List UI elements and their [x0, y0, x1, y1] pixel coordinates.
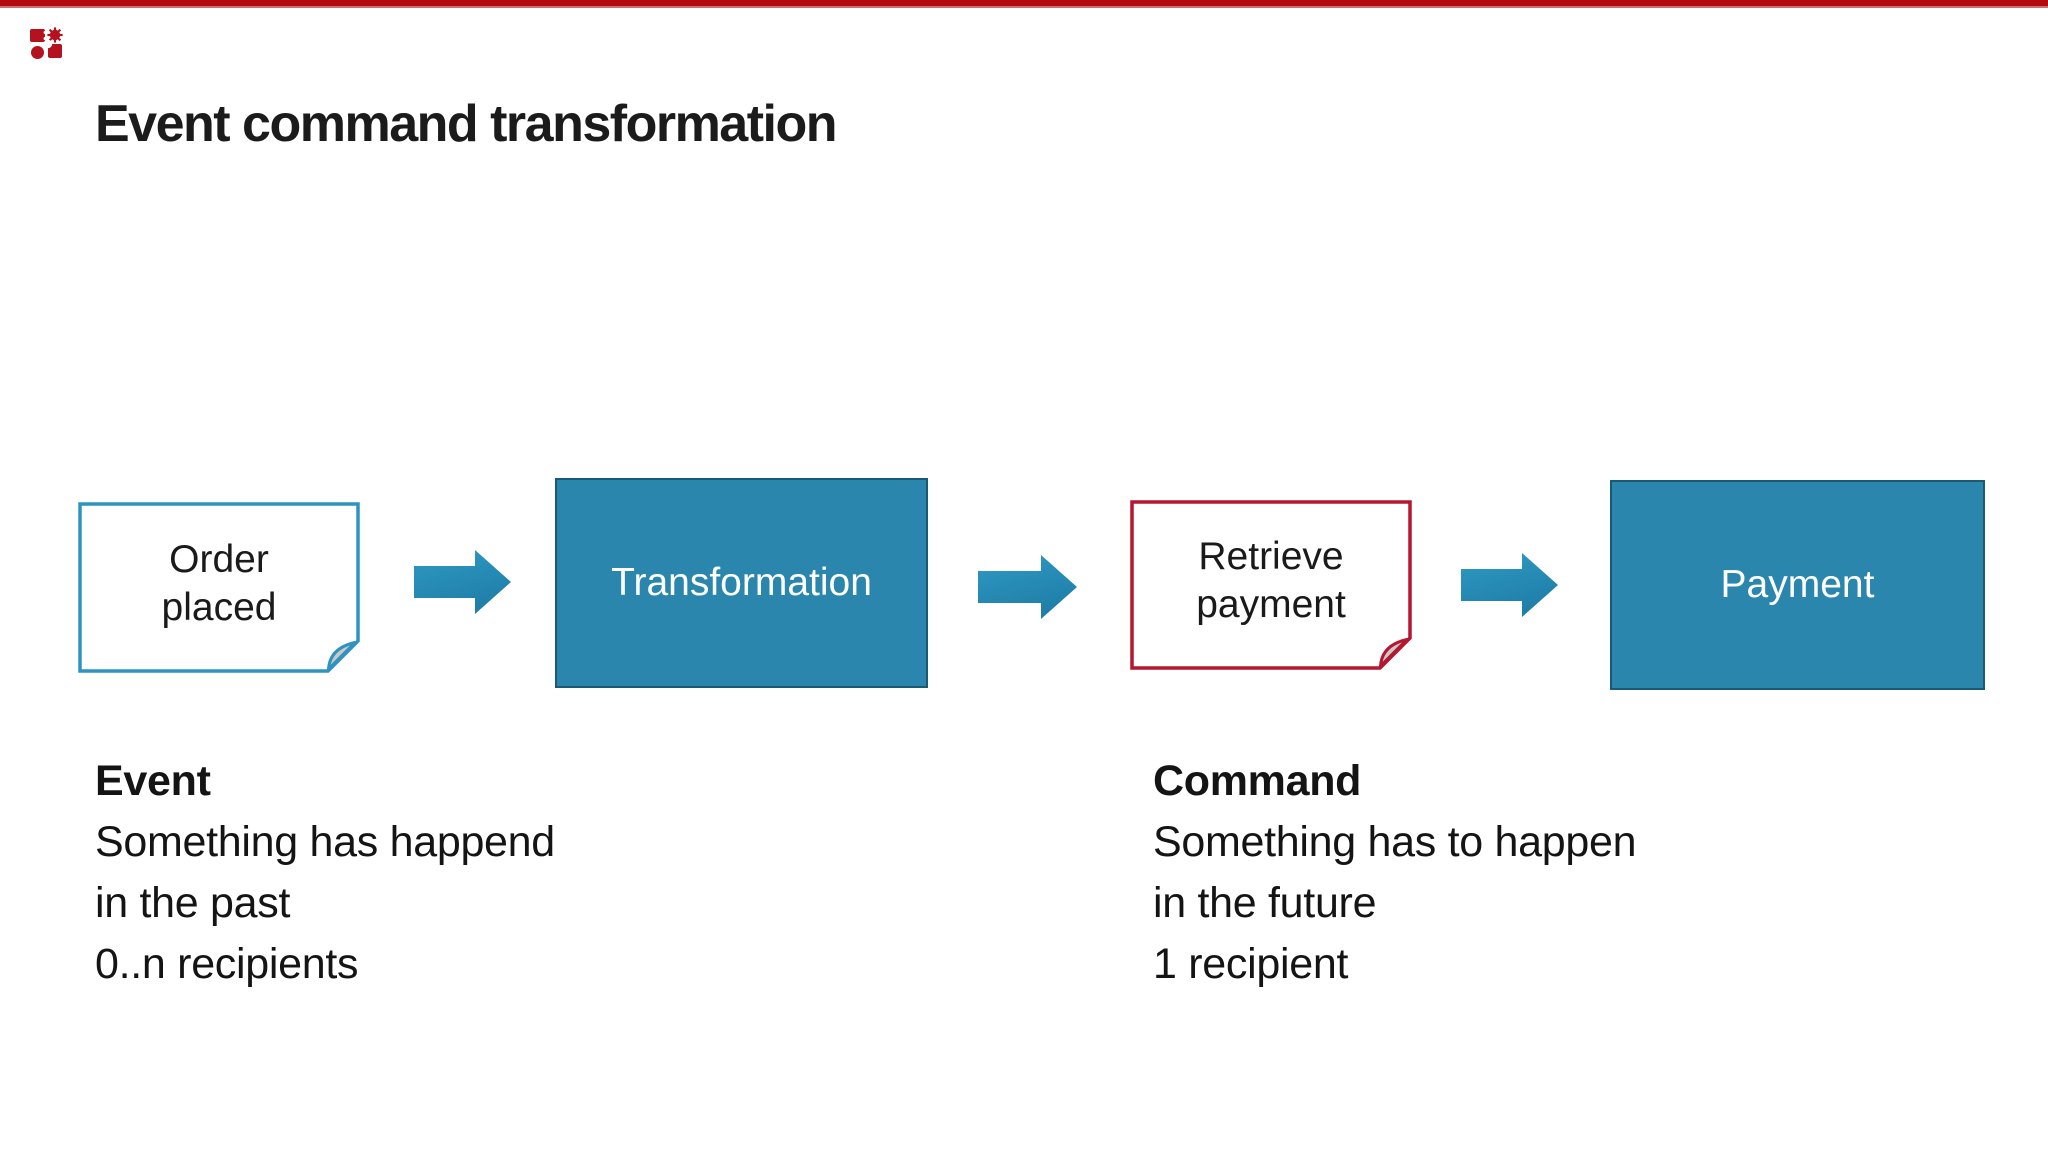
node-label-line: payment — [1196, 583, 1346, 626]
event-definition: Event Something has happend in the past … — [95, 751, 555, 995]
note-shape-icon — [1130, 500, 1412, 670]
gears-puzzle-icon — [30, 27, 63, 59]
node-label: Order placed — [78, 502, 360, 665]
node-label: Payment — [1720, 563, 1875, 606]
arrow-right-icon — [414, 550, 511, 614]
definition-heading: Event — [95, 757, 211, 805]
command-definition: Command Something has to happen in the f… — [1153, 751, 1637, 995]
definition-line: 1 recipient — [1153, 940, 1349, 988]
node-label: Transformation — [611, 561, 872, 604]
node-label-line: placed — [161, 585, 277, 629]
arrow-right-icon — [978, 555, 1077, 619]
definition-line: Something has to happen — [1153, 818, 1637, 866]
definition-heading: Command — [1153, 757, 1362, 805]
node-label-line: Order — [169, 537, 269, 581]
node-transformation: Transformation — [555, 478, 928, 688]
top-accent-bar — [0, 0, 2048, 8]
note-shape-icon — [78, 502, 360, 673]
definition-line: 0..n recipients — [95, 940, 359, 988]
node-retrieve-payment: Retrieve payment — [1130, 500, 1412, 670]
node-label-line: Retrieve — [1198, 535, 1344, 578]
slide-title: Event command transformation — [95, 95, 838, 153]
node-payment: Payment — [1610, 480, 1985, 690]
arrow-right-icon — [1461, 553, 1558, 617]
definition-line: in the future — [1153, 879, 1377, 927]
company-logo — [30, 27, 66, 60]
definition-line: Something has happend — [95, 818, 555, 866]
definition-line: in the past — [95, 879, 291, 927]
node-label: Retrieve payment — [1130, 500, 1412, 662]
node-order-placed: Order placed — [78, 502, 360, 673]
